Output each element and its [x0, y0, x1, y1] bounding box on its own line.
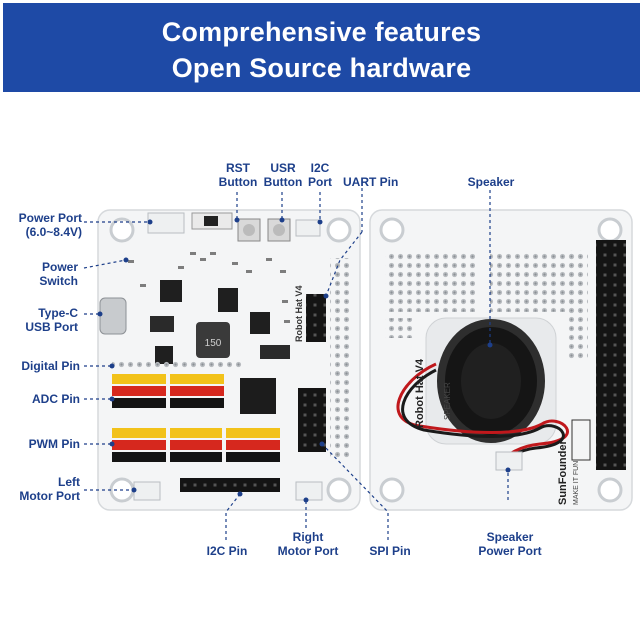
brand-slogan: MAKE IT FUN: [573, 461, 580, 505]
left-board-silk: Robot Hat V4: [294, 285, 304, 342]
title-banner: Comprehensive features Open Source hardw…: [3, 3, 640, 92]
label-rst-button: RST Button: [218, 161, 258, 189]
inductor-label: 150: [205, 338, 222, 349]
pwm-pin-headers: [112, 426, 280, 466]
label-speaker-power-port: Speaker Power Port: [478, 530, 542, 558]
label-power-switch: Power Switch: [39, 260, 78, 288]
label-usr-button: USR Button: [263, 161, 303, 189]
banner-title-line-2: Open Source hardware: [171, 53, 472, 83]
brand-logo: SunFounder: [557, 440, 569, 505]
right-board: Robot Hat V4 SPEAKER SunFounder MAKE IT …: [369, 209, 633, 511]
label-power-port: Power Port (6.0~8.4V): [18, 211, 82, 239]
label-uart-pin: UART Pin: [343, 175, 399, 189]
label-i2c-port: I2C Port: [308, 161, 332, 189]
speaker-silk: SPEAKER: [443, 382, 452, 420]
label-pwm-pin: PWM Pin: [28, 437, 80, 451]
callout-dots: [97, 217, 511, 503]
label-type-c: Type-C USB Port: [25, 306, 78, 334]
label-adc-pin: ADC Pin: [32, 392, 80, 406]
right-board-silk: Robot Hat V4: [414, 358, 426, 428]
label-digital-pin: Digital Pin: [21, 359, 80, 373]
left-board: 150 Robot Hat V4: [97, 209, 361, 511]
callout-lines: [83, 188, 509, 540]
banner-title-line-1: Comprehensive features: [161, 17, 482, 47]
label-i2c-pin: I2C Pin: [206, 544, 248, 558]
adc-pin-headers: [112, 372, 224, 412]
label-left-motor-port: Left Motor Port: [19, 475, 80, 503]
label-right-motor-port: Right Motor Port: [277, 530, 339, 558]
label-speaker: Speaker: [467, 175, 515, 189]
label-spi-pin: SPI Pin: [369, 544, 411, 558]
